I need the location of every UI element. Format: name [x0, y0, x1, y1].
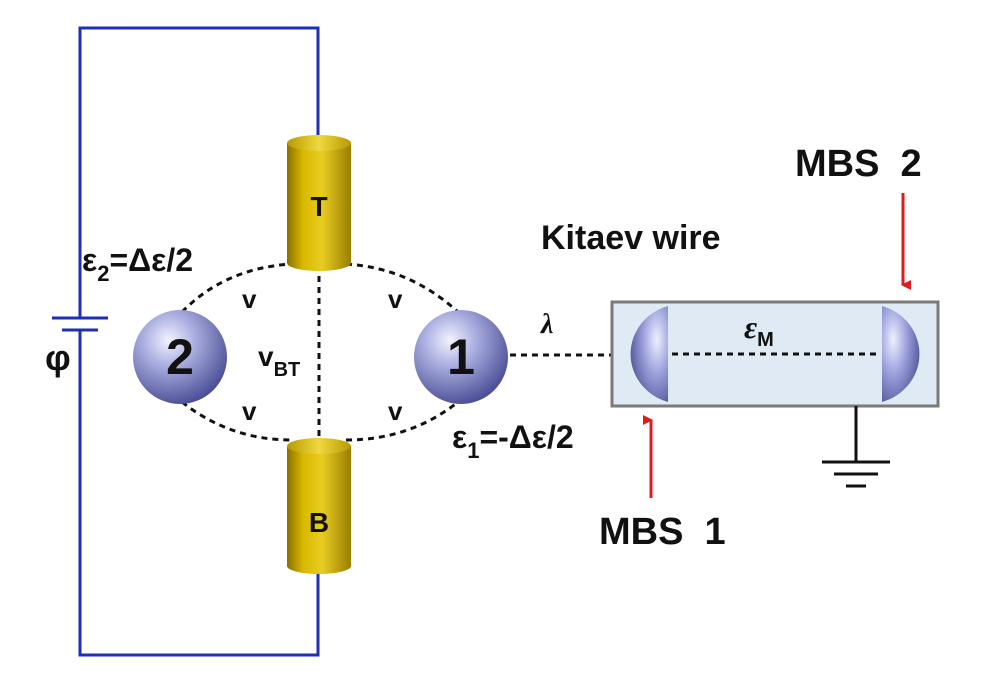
- mbs-2-label: MBS 2: [795, 143, 922, 185]
- quantum-dot-1-label: 1: [447, 329, 475, 385]
- terminal-bottom: [287, 438, 351, 574]
- phase-label: φ: [45, 337, 71, 378]
- terminal-top-label: T: [310, 191, 327, 222]
- coupling-bottom-left: [181, 400, 293, 442]
- quantum-dot-2-label: 2: [166, 329, 194, 385]
- terminal-bottom-label: B: [309, 507, 329, 538]
- eps2-label: ε2=Δε/2: [82, 242, 193, 286]
- coupling-top-right: [345, 262, 460, 314]
- v-top-right: v: [388, 284, 403, 314]
- v-top-left: v: [242, 284, 257, 314]
- vbt-label: vBT: [258, 341, 300, 381]
- couplings: [180, 262, 612, 442]
- external-circuit: [52, 26, 320, 657]
- coupling-top-left: [180, 262, 293, 314]
- quantum-dot-1: [414, 310, 508, 404]
- quantum-dot-2: [133, 310, 227, 404]
- eps-m-label: εM: [744, 309, 774, 351]
- mbs-2-half-sphere: [882, 306, 920, 402]
- circuit-wire-top: [78, 26, 320, 318]
- ground-symbol: [822, 406, 890, 488]
- circuit-wire-bottom: [78, 330, 320, 657]
- terminal-top: [287, 135, 351, 271]
- coupling-bottom-right: [345, 400, 459, 442]
- eps1-label: ε1=-Δε/2: [452, 419, 574, 463]
- v-bottom-right: v: [388, 396, 403, 426]
- kitaev-wire-label: Kitaev wire: [541, 219, 721, 257]
- mbs-1-label: MBS 1: [599, 511, 726, 553]
- v-bottom-left: v: [242, 396, 257, 426]
- lambda-label: λ: [540, 309, 553, 340]
- mbs-1-half-sphere: [630, 306, 668, 402]
